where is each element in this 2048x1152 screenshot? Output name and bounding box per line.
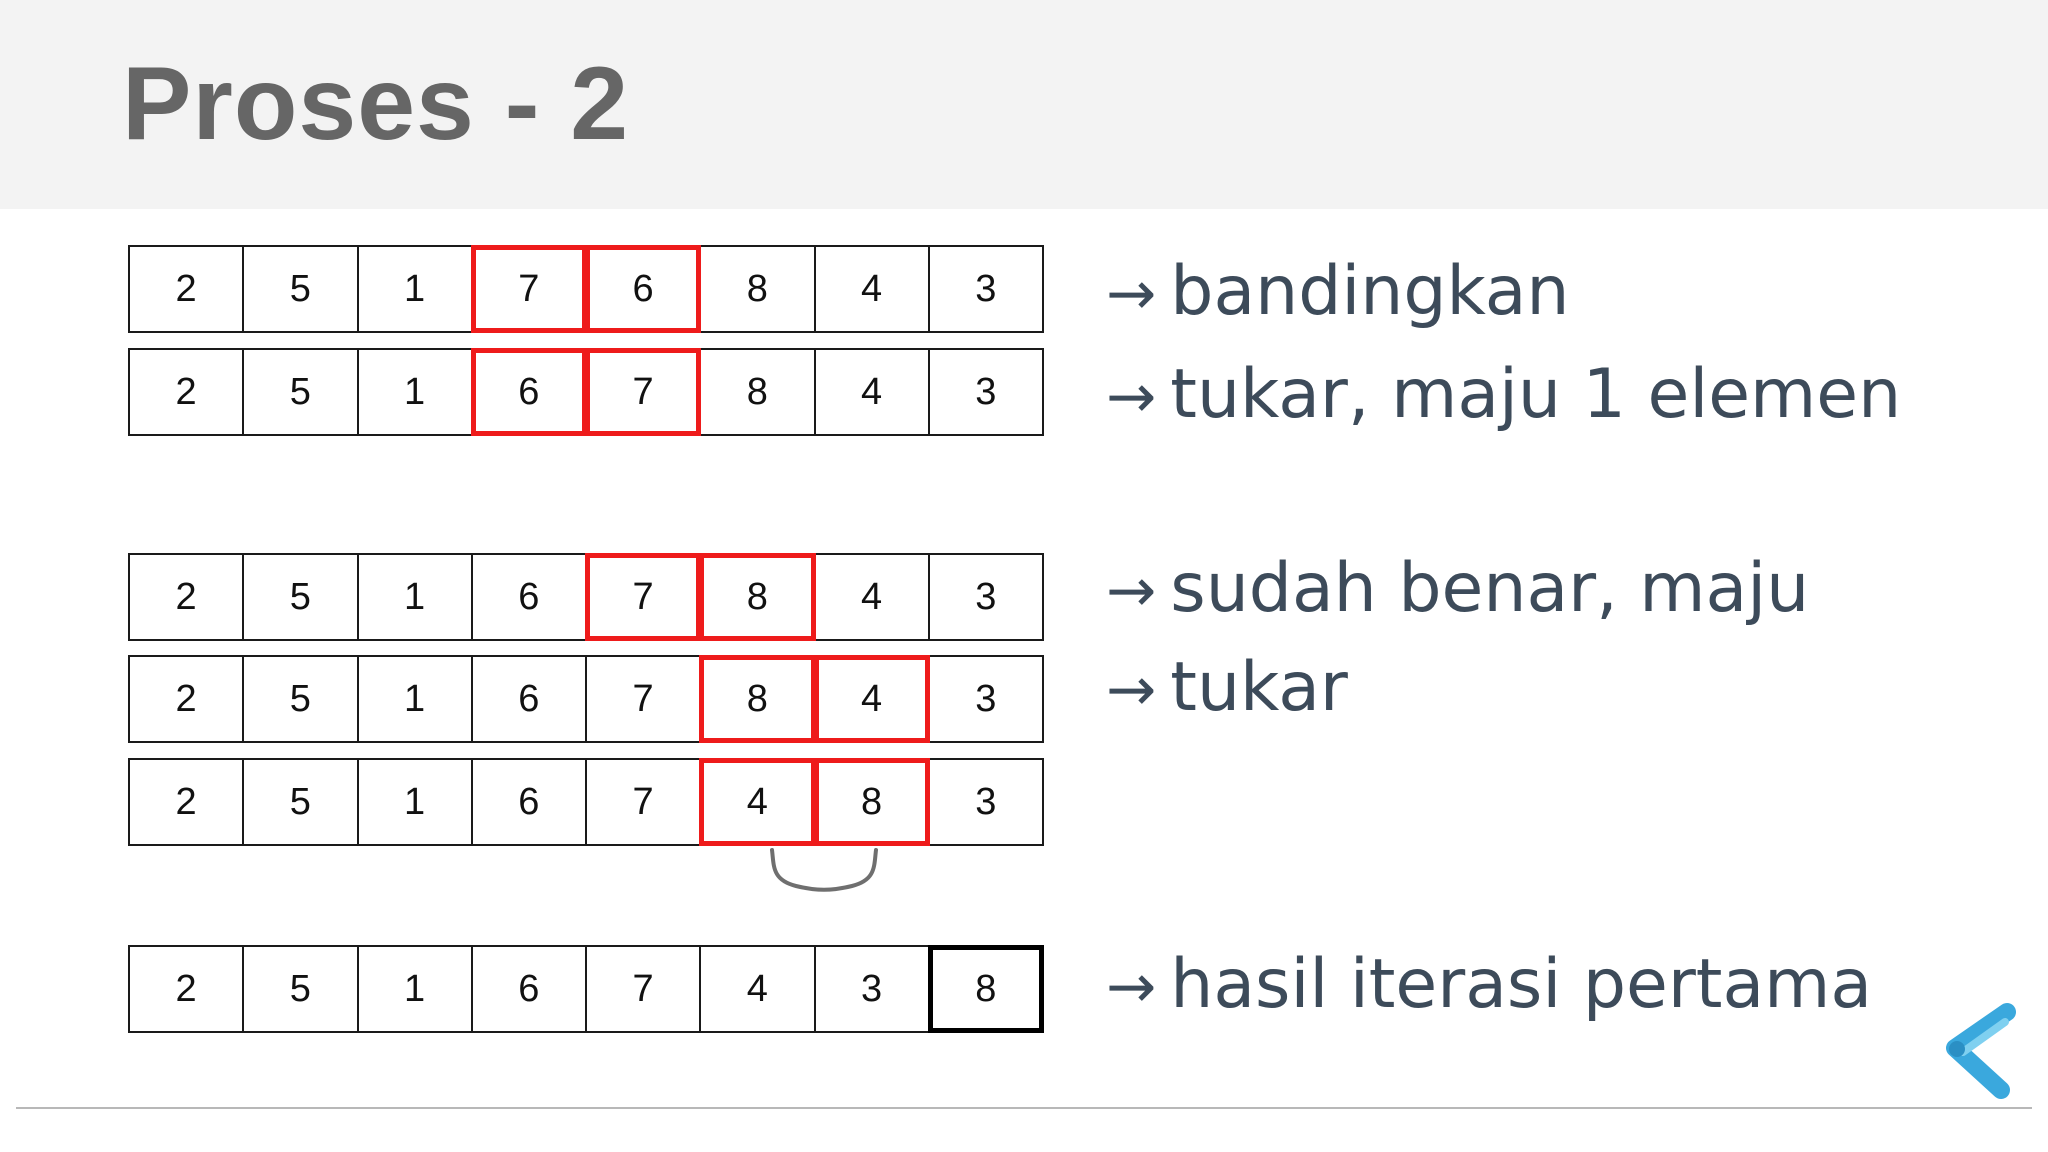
note-compare: →bandingkan: [1106, 258, 1569, 326]
array-cell: 2: [128, 245, 245, 333]
array-cell: 7: [585, 655, 702, 743]
array-cell: 2: [128, 758, 245, 846]
note-text: sudah benar, maju: [1170, 549, 1810, 628]
array-cell: 3: [927, 655, 1044, 743]
note-swap-advance: →tukar, maju 1 elemen: [1106, 361, 1901, 429]
arrow-glyph: →: [1106, 259, 1157, 329]
array-cell: 8: [699, 553, 816, 641]
array-cell: 7: [585, 758, 702, 846]
array-cell: 1: [356, 348, 473, 436]
note-text: hasil iterasi pertama: [1170, 945, 1873, 1024]
array-cell: 4: [813, 348, 930, 436]
array-cell: 1: [356, 245, 473, 333]
array-cell: 6: [470, 553, 587, 641]
slide-title: Proses - 2: [122, 46, 630, 162]
array-cell: 4: [813, 553, 930, 641]
array-cell: 5: [242, 348, 359, 436]
note-text: tukar: [1170, 648, 1348, 727]
note-text: tukar, maju 1 elemen: [1170, 355, 1902, 434]
array-cell: 1: [356, 758, 473, 846]
array-cell: 3: [927, 758, 1044, 846]
array-cell: 6: [470, 348, 587, 436]
array-cell: 2: [128, 348, 245, 436]
array-cell: 1: [356, 945, 473, 1033]
note-first-iteration-result: →hasil iterasi pertama: [1106, 951, 1872, 1019]
array-cell: 5: [242, 245, 359, 333]
array-cell: 7: [585, 945, 702, 1033]
footer-divider: [16, 1107, 2032, 1109]
array-cell: 4: [813, 245, 930, 333]
array-cell: 8: [699, 655, 816, 743]
array-cell: 8: [699, 348, 816, 436]
arrow-glyph: →: [1106, 952, 1157, 1022]
swap-bracket-icon: [770, 848, 878, 892]
array-cell: 6: [470, 758, 587, 846]
array-cell: 1: [356, 553, 473, 641]
brand-logo-icon: [1946, 1003, 2016, 1099]
array-cell: 1: [356, 655, 473, 743]
arrow-glyph: →: [1106, 362, 1157, 432]
header-bar: [0, 0, 2048, 209]
array-cell: 2: [128, 553, 245, 641]
note-swap: →tukar: [1106, 654, 1348, 722]
array-cell: 8: [813, 758, 930, 846]
note-correct-advance: →sudah benar, maju: [1106, 555, 1809, 623]
array-cell: 5: [242, 758, 359, 846]
array-cell: 2: [128, 945, 245, 1033]
array-cell: 8: [699, 245, 816, 333]
array-cell: 5: [242, 945, 359, 1033]
array-cell: 4: [699, 945, 816, 1033]
array-cell: 5: [242, 553, 359, 641]
array-cell: 4: [699, 758, 816, 846]
array-cell: 8: [927, 945, 1044, 1033]
array-cell: 3: [813, 945, 930, 1033]
array-cell: 4: [813, 655, 930, 743]
array-cell: 7: [585, 553, 702, 641]
array-cell: 3: [927, 553, 1044, 641]
array-cell: 2: [128, 655, 245, 743]
array-cell: 6: [585, 245, 702, 333]
array-cell: 5: [242, 655, 359, 743]
array-cell: 3: [927, 348, 1044, 436]
arrow-glyph: →: [1106, 556, 1157, 626]
array-cell: 3: [927, 245, 1044, 333]
note-text: bandingkan: [1170, 252, 1570, 331]
array-cell: 6: [470, 655, 587, 743]
array-cell: 7: [470, 245, 587, 333]
arrow-glyph: →: [1106, 655, 1157, 725]
array-cell: 7: [585, 348, 702, 436]
array-cell: 6: [470, 945, 587, 1033]
